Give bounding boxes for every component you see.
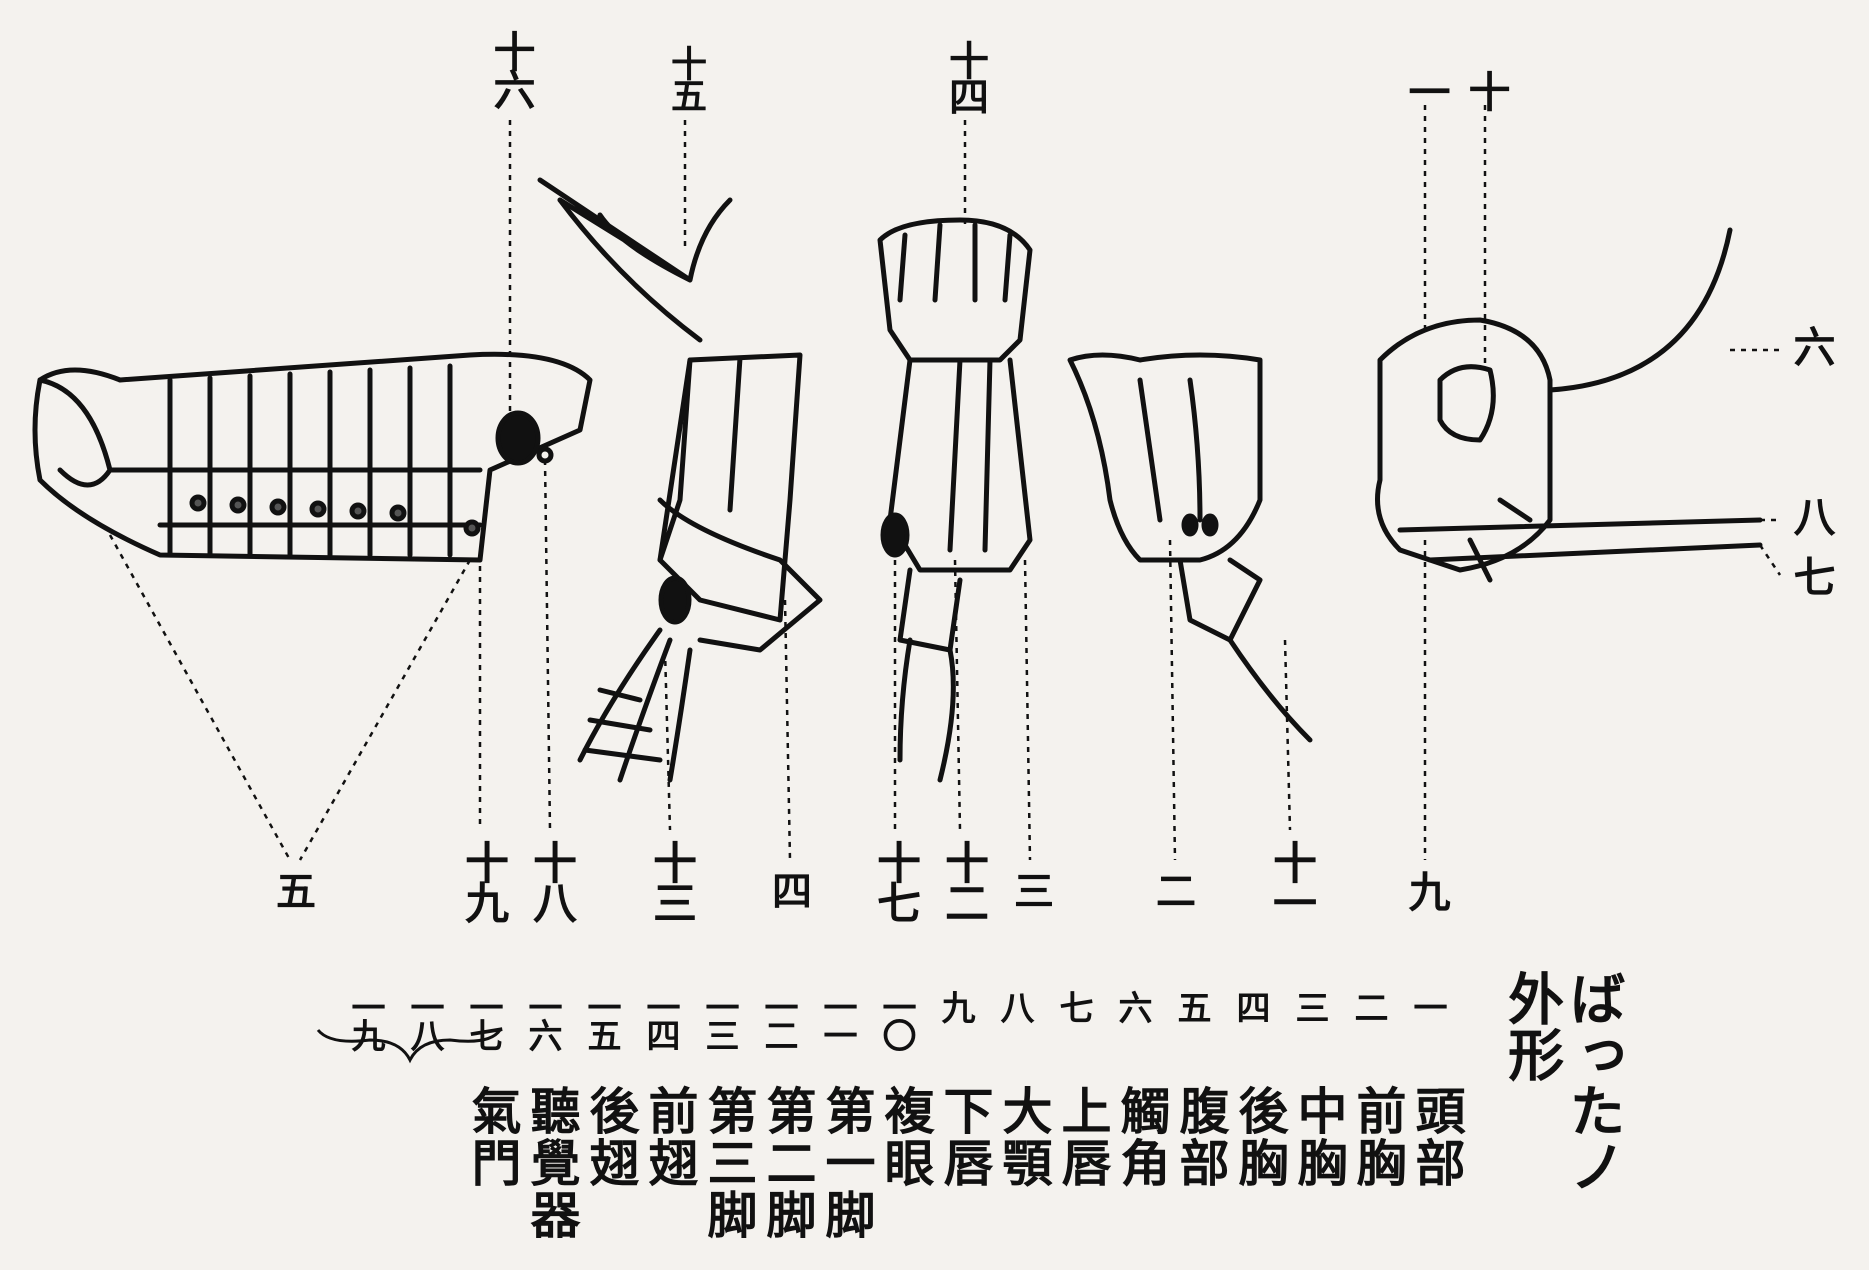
- legend-number: 一三: [702, 990, 736, 1046]
- legend-label: 第三脚: [702, 1085, 755, 1241]
- legend-number: 二: [1351, 990, 1385, 1018]
- legend-number: 一二: [761, 990, 795, 1046]
- legend-number: 六: [1115, 990, 1149, 1018]
- legend-number: 一九: [348, 990, 382, 1046]
- legend-label: 觸角: [1115, 1085, 1168, 1189]
- abdomen-figure: [35, 354, 590, 560]
- legend-label: 前翅: [643, 1085, 696, 1189]
- head-front-figure: [1070, 355, 1310, 740]
- legend-number: 五: [1174, 990, 1208, 1018]
- callout-5: 五: [272, 870, 312, 906]
- callout-9: 九: [1405, 870, 1447, 908]
- legend-label: 後翅: [584, 1085, 637, 1189]
- legend-label: 第二脚: [761, 1085, 814, 1241]
- callout-11: 十一: [1268, 840, 1312, 920]
- thorax-figure: [540, 180, 820, 780]
- legend-label: 第一脚: [820, 1085, 873, 1241]
- legend-number: 一六: [525, 990, 559, 1046]
- legend-label: 中胸: [1292, 1085, 1345, 1189]
- callout-19: 十九: [460, 840, 504, 920]
- legend-title: ばったノ外形: [1500, 970, 1623, 1230]
- callout-12: 十二: [940, 840, 984, 920]
- legend-label: 腹部: [1174, 1085, 1227, 1189]
- legend-label: 氣門: [466, 1085, 519, 1189]
- callout-top-10: 十: [1465, 70, 1507, 108]
- legend-number: 一八: [407, 990, 441, 1046]
- legend-number: 一: [1410, 990, 1444, 1018]
- legend-label: 複眼: [879, 1085, 932, 1189]
- leg-segment-figure: [880, 220, 1030, 780]
- callout-top-16: 十六: [490, 30, 532, 106]
- legend-label: 頭部: [1410, 1085, 1463, 1189]
- legend-label: 前胸: [1351, 1085, 1404, 1189]
- legend-number: 一一: [820, 990, 854, 1046]
- legend-number: 一〇: [879, 990, 913, 1046]
- callout-6: 六: [1790, 325, 1832, 367]
- callout-top-14: 十四: [945, 40, 985, 112]
- callout-8: 八: [1790, 495, 1832, 537]
- legend-number: 一四: [643, 990, 677, 1046]
- head-side-figure: [1378, 230, 1761, 580]
- callout-4: 四: [768, 870, 808, 906]
- callout-top-15: 十五: [668, 45, 704, 109]
- callout-7: 七: [1790, 555, 1832, 597]
- legend-number: 一五: [584, 990, 618, 1046]
- legend-label: 下唇: [938, 1085, 991, 1189]
- legend-number: 三: [1292, 990, 1326, 1018]
- legend-label: 聽覺器: [525, 1085, 578, 1241]
- legend-number: 一七: [466, 990, 500, 1046]
- callout-13: 十三: [648, 840, 692, 920]
- legend-number: 七: [1056, 990, 1090, 1018]
- callout-3: 三: [1010, 870, 1050, 906]
- legend-number: 四: [1233, 990, 1267, 1018]
- legend-number: 八: [997, 990, 1031, 1018]
- legend-label: 大顎: [997, 1085, 1050, 1189]
- legend-number: 九: [938, 990, 972, 1018]
- callout-top-1: 一: [1405, 70, 1447, 108]
- callout-2: 二: [1152, 870, 1192, 906]
- callout-17: 十七: [872, 840, 916, 920]
- callout-18: 十八: [528, 840, 572, 920]
- legend-label: 上唇: [1056, 1085, 1109, 1189]
- legend-label: 後胸: [1233, 1085, 1286, 1189]
